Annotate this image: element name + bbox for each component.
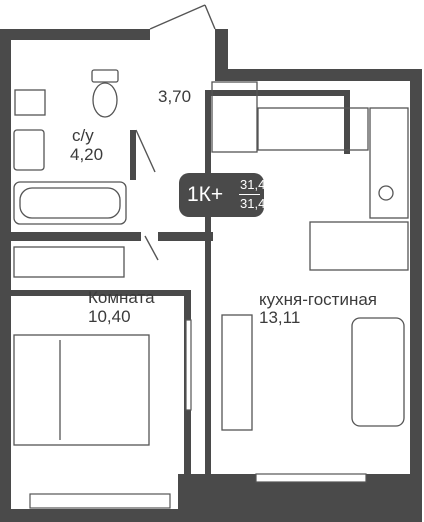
bedroom-name: Комната	[88, 288, 155, 307]
area-total: 31,41	[240, 177, 273, 192]
kitchen-area: 13,11	[259, 308, 301, 327]
apartment-badge: 1К+ 31,41 31,41	[179, 173, 273, 217]
fixtures	[13, 69, 409, 446]
bathroom-name: с/у	[72, 126, 94, 145]
area-living: 31,41	[240, 196, 273, 211]
apartment-type: 1К+	[187, 183, 224, 206]
windows	[29, 319, 367, 509]
doors	[135, 4, 216, 261]
bedroom-area: 10,40	[88, 307, 131, 326]
walls	[0, 29, 422, 522]
hall-area: 3,70	[158, 87, 192, 106]
bathroom-area: 4,20	[70, 145, 104, 164]
fraction-line	[239, 194, 260, 195]
kitchen-name: кухня-гостиная	[259, 290, 377, 309]
